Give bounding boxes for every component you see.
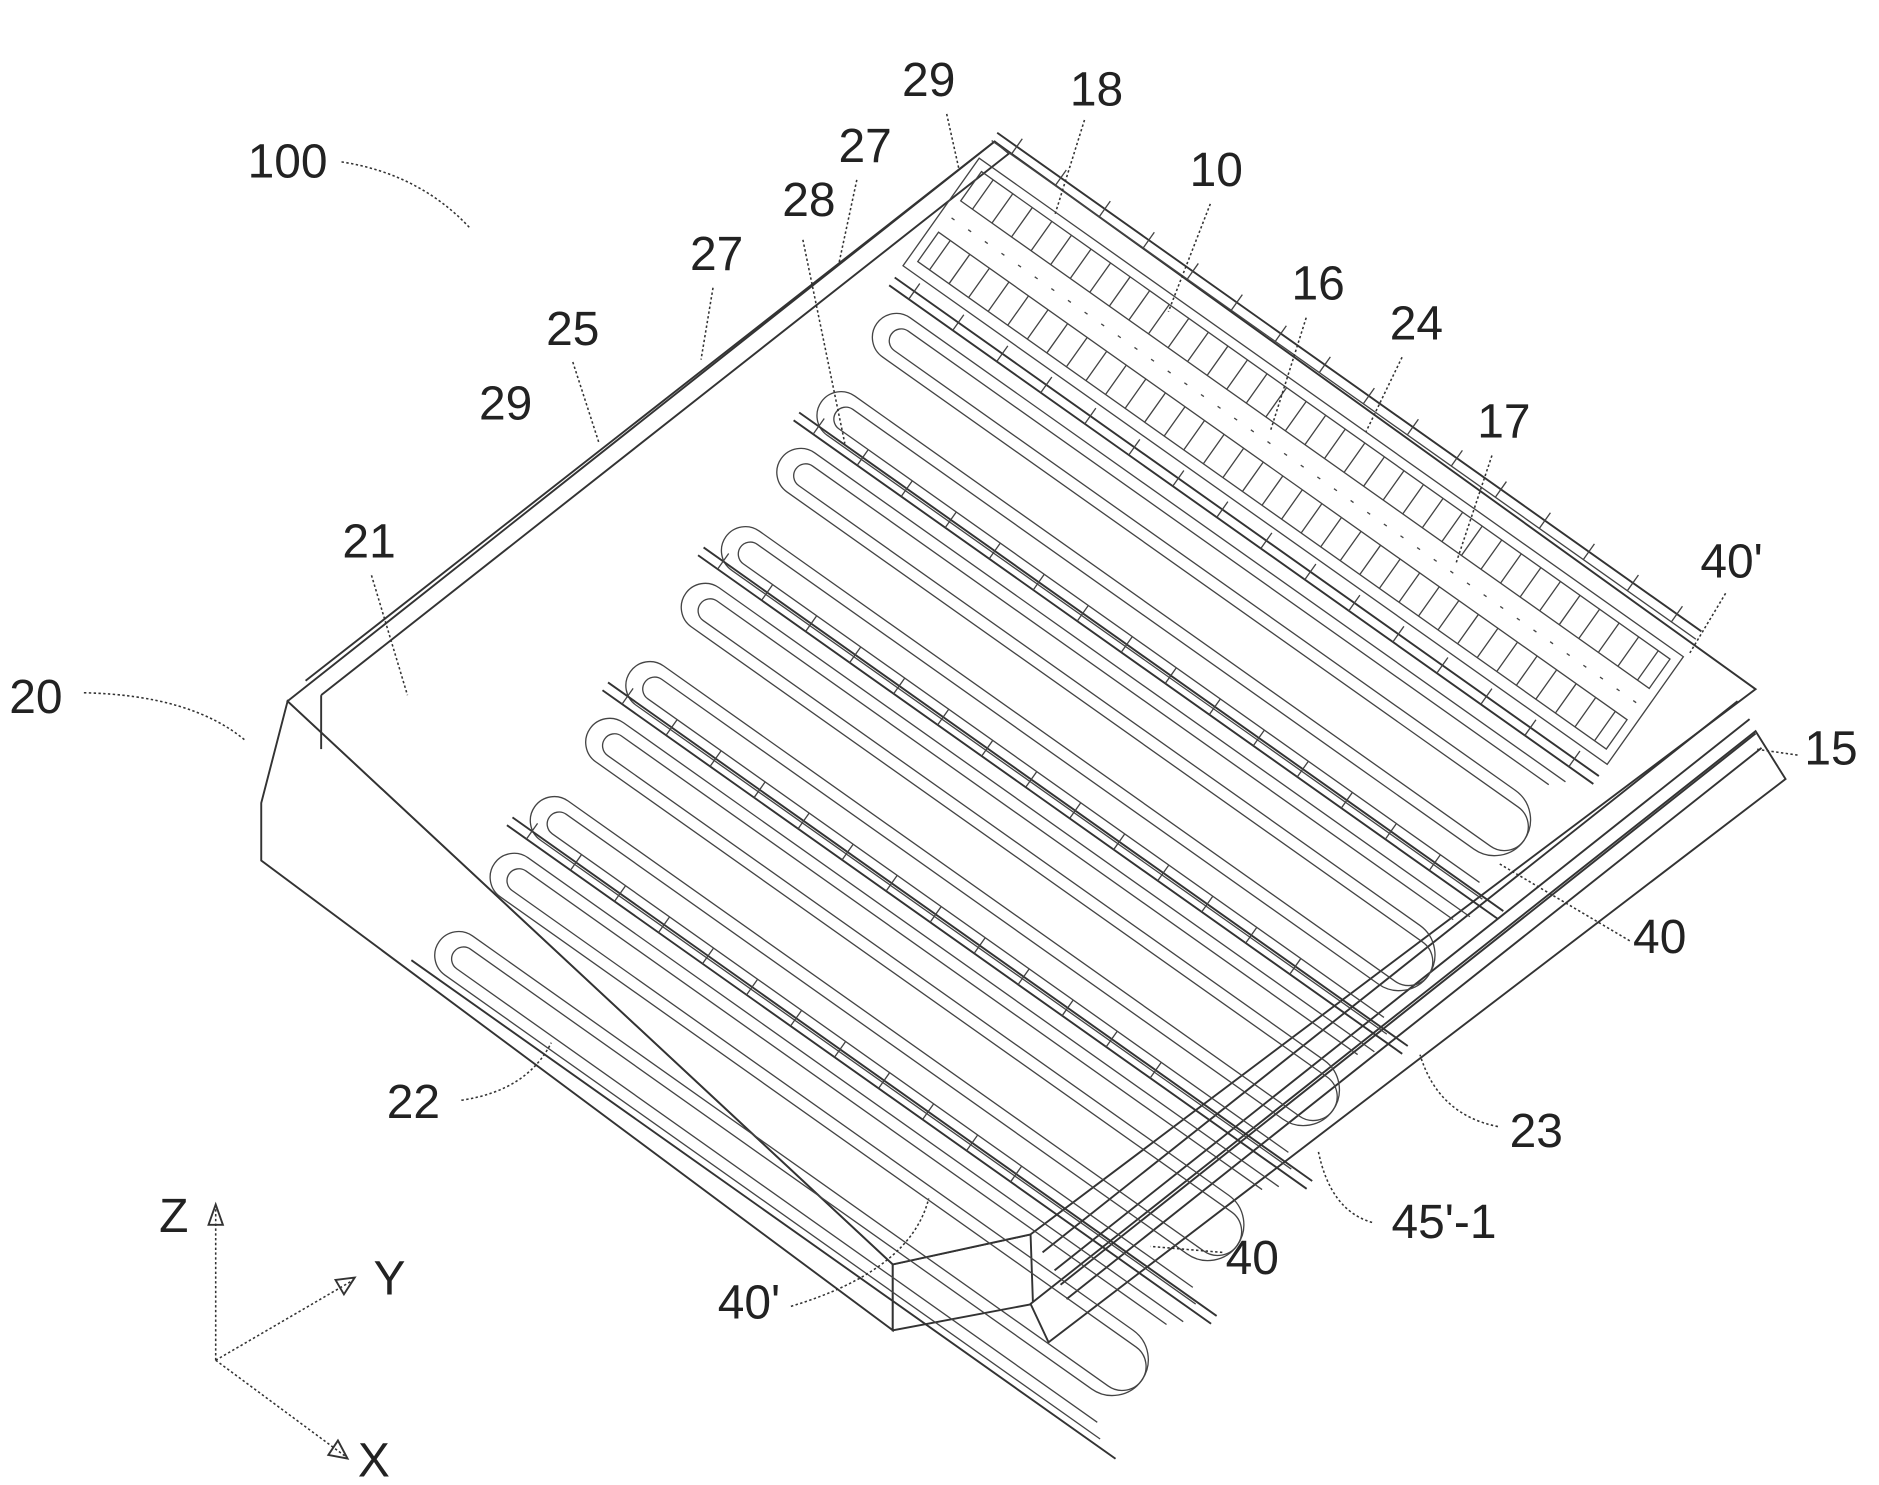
label-27b: 27 — [690, 228, 743, 281]
y-arrow-icon — [336, 1278, 355, 1295]
label-25: 25 — [546, 303, 599, 356]
tray-floor — [288, 142, 1756, 1265]
label-18: 18 — [1070, 64, 1123, 117]
axis-z-label: Z — [159, 1190, 188, 1243]
battery-tray — [261, 142, 1785, 1343]
axis-x-label: X — [358, 1434, 390, 1485]
label-40-prime-b: 40' — [718, 1276, 780, 1329]
label-21: 21 — [342, 515, 395, 568]
label-29b: 29 — [479, 378, 532, 431]
label-17: 17 — [1477, 396, 1530, 449]
label-16: 16 — [1292, 258, 1345, 311]
axis-y-label: Y — [373, 1252, 405, 1305]
label-29: 29 — [902, 54, 955, 107]
label-15: 15 — [1804, 723, 1857, 776]
label-24: 24 — [1390, 297, 1443, 350]
label-40: 40 — [1633, 911, 1686, 964]
label-22: 22 — [387, 1076, 440, 1129]
label-40b: 40 — [1226, 1232, 1279, 1285]
label-45-prime-1: 45'-1 — [1391, 1196, 1496, 1249]
label-27: 27 — [839, 120, 892, 173]
label-23: 23 — [1510, 1105, 1563, 1158]
label-40-prime: 40' — [1700, 536, 1762, 589]
label-20: 20 — [9, 671, 62, 724]
coordinate-axes: Z Y X — [159, 1190, 405, 1485]
label-100: 100 — [248, 135, 328, 188]
label-28: 28 — [782, 174, 835, 227]
label-10: 10 — [1190, 144, 1243, 197]
